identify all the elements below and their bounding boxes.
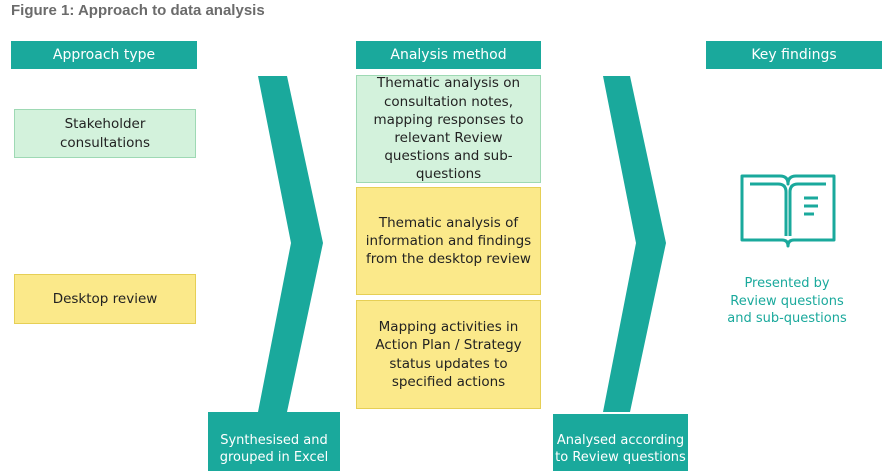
chevron-connector-1 <box>258 76 323 412</box>
connector-label-synthesised: Synthesised and grouped in Excel <box>208 412 340 471</box>
header-approach-type: Approach type <box>11 41 197 69</box>
approach-stakeholder-consultations: Stakeholder consultations <box>14 109 196 158</box>
open-book-icon <box>738 170 838 250</box>
method-thematic-consultation: Thematic analysis on consultation notes,… <box>356 75 541 183</box>
key-findings-description: Presented by Review questions and sub-qu… <box>727 276 847 327</box>
method-thematic-desktop: Thematic analysis of information and fin… <box>356 187 541 295</box>
header-key-findings: Key findings <box>706 41 882 69</box>
approach-desktop-review: Desktop review <box>14 274 196 324</box>
header-analysis-method: Analysis method <box>356 41 541 69</box>
method-mapping-activities: Mapping activities in Action Plan / Stra… <box>356 300 541 409</box>
connector-label-analysed: Analysed according to Review questions <box>553 414 688 471</box>
figure-title: Figure 1: Approach to data analysis <box>11 2 265 19</box>
chevron-connector-2 <box>603 76 666 412</box>
